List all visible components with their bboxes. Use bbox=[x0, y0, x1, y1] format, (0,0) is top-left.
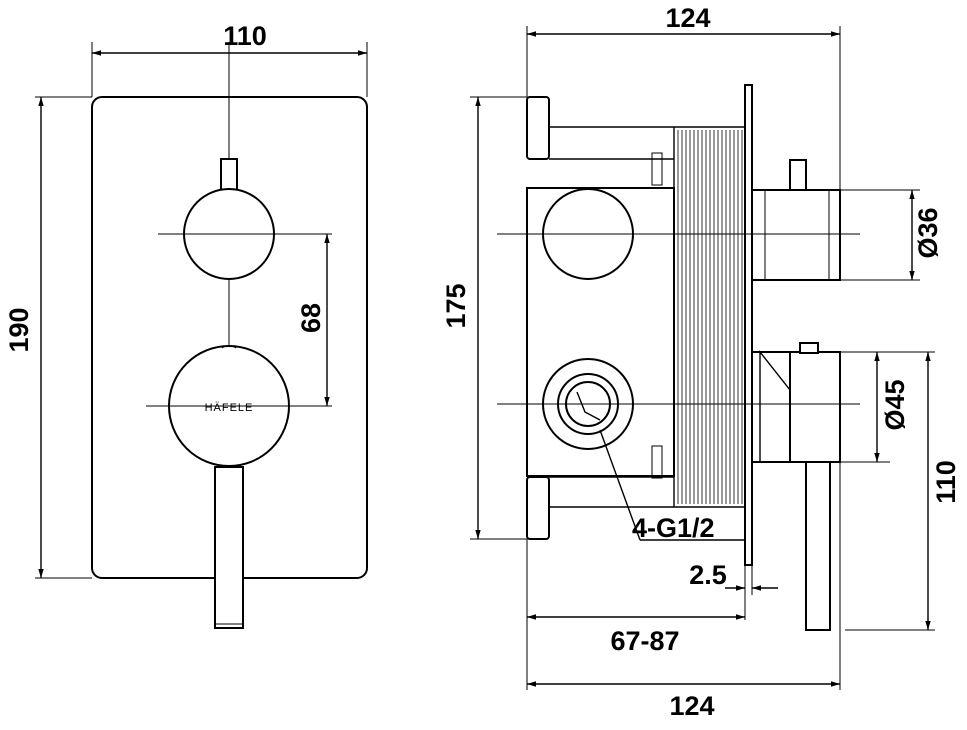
dim-install-depth: 67-87 bbox=[610, 626, 679, 656]
dim-front-width: 110 bbox=[223, 21, 267, 51]
dim-outlet-diameter: Ø36 bbox=[913, 207, 943, 258]
handle-body bbox=[751, 351, 791, 463]
side-handle-lever bbox=[805, 461, 831, 631]
dim-handle-diameter: Ø45 bbox=[880, 379, 910, 430]
mounting-ear-bottom bbox=[526, 476, 550, 540]
dim-connections: 4-G1/2 bbox=[632, 513, 715, 543]
brand-logo: HÄFELE bbox=[205, 402, 254, 414]
outlet-stem bbox=[789, 159, 807, 191]
dim-handle-offset: 110 bbox=[931, 460, 961, 504]
upper-knob-stem bbox=[220, 158, 238, 192]
dim-side-bottom-width: 124 bbox=[669, 691, 714, 721]
leader-connections bbox=[599, 429, 641, 541]
mounting-ear-top bbox=[526, 96, 550, 160]
side-view: 124 175 Ø36 Ø45 110 4-G1/2 2.5 67-8 bbox=[441, 3, 961, 721]
dim-plate-thickness: 2.5 bbox=[689, 560, 727, 590]
threaded-sleeve bbox=[677, 130, 743, 504]
dim-front-height: 190 bbox=[4, 307, 34, 352]
dim-side-top-width: 124 bbox=[665, 3, 710, 33]
dim-side-height: 175 bbox=[441, 283, 471, 328]
handle-cylinder bbox=[789, 351, 841, 463]
dim-handle-spacing: 68 bbox=[296, 303, 326, 333]
lower-handle-lever bbox=[214, 466, 244, 629]
front-view: HÄFELE 110 190 68 bbox=[4, 21, 368, 629]
wall-plate-edge bbox=[744, 84, 753, 566]
